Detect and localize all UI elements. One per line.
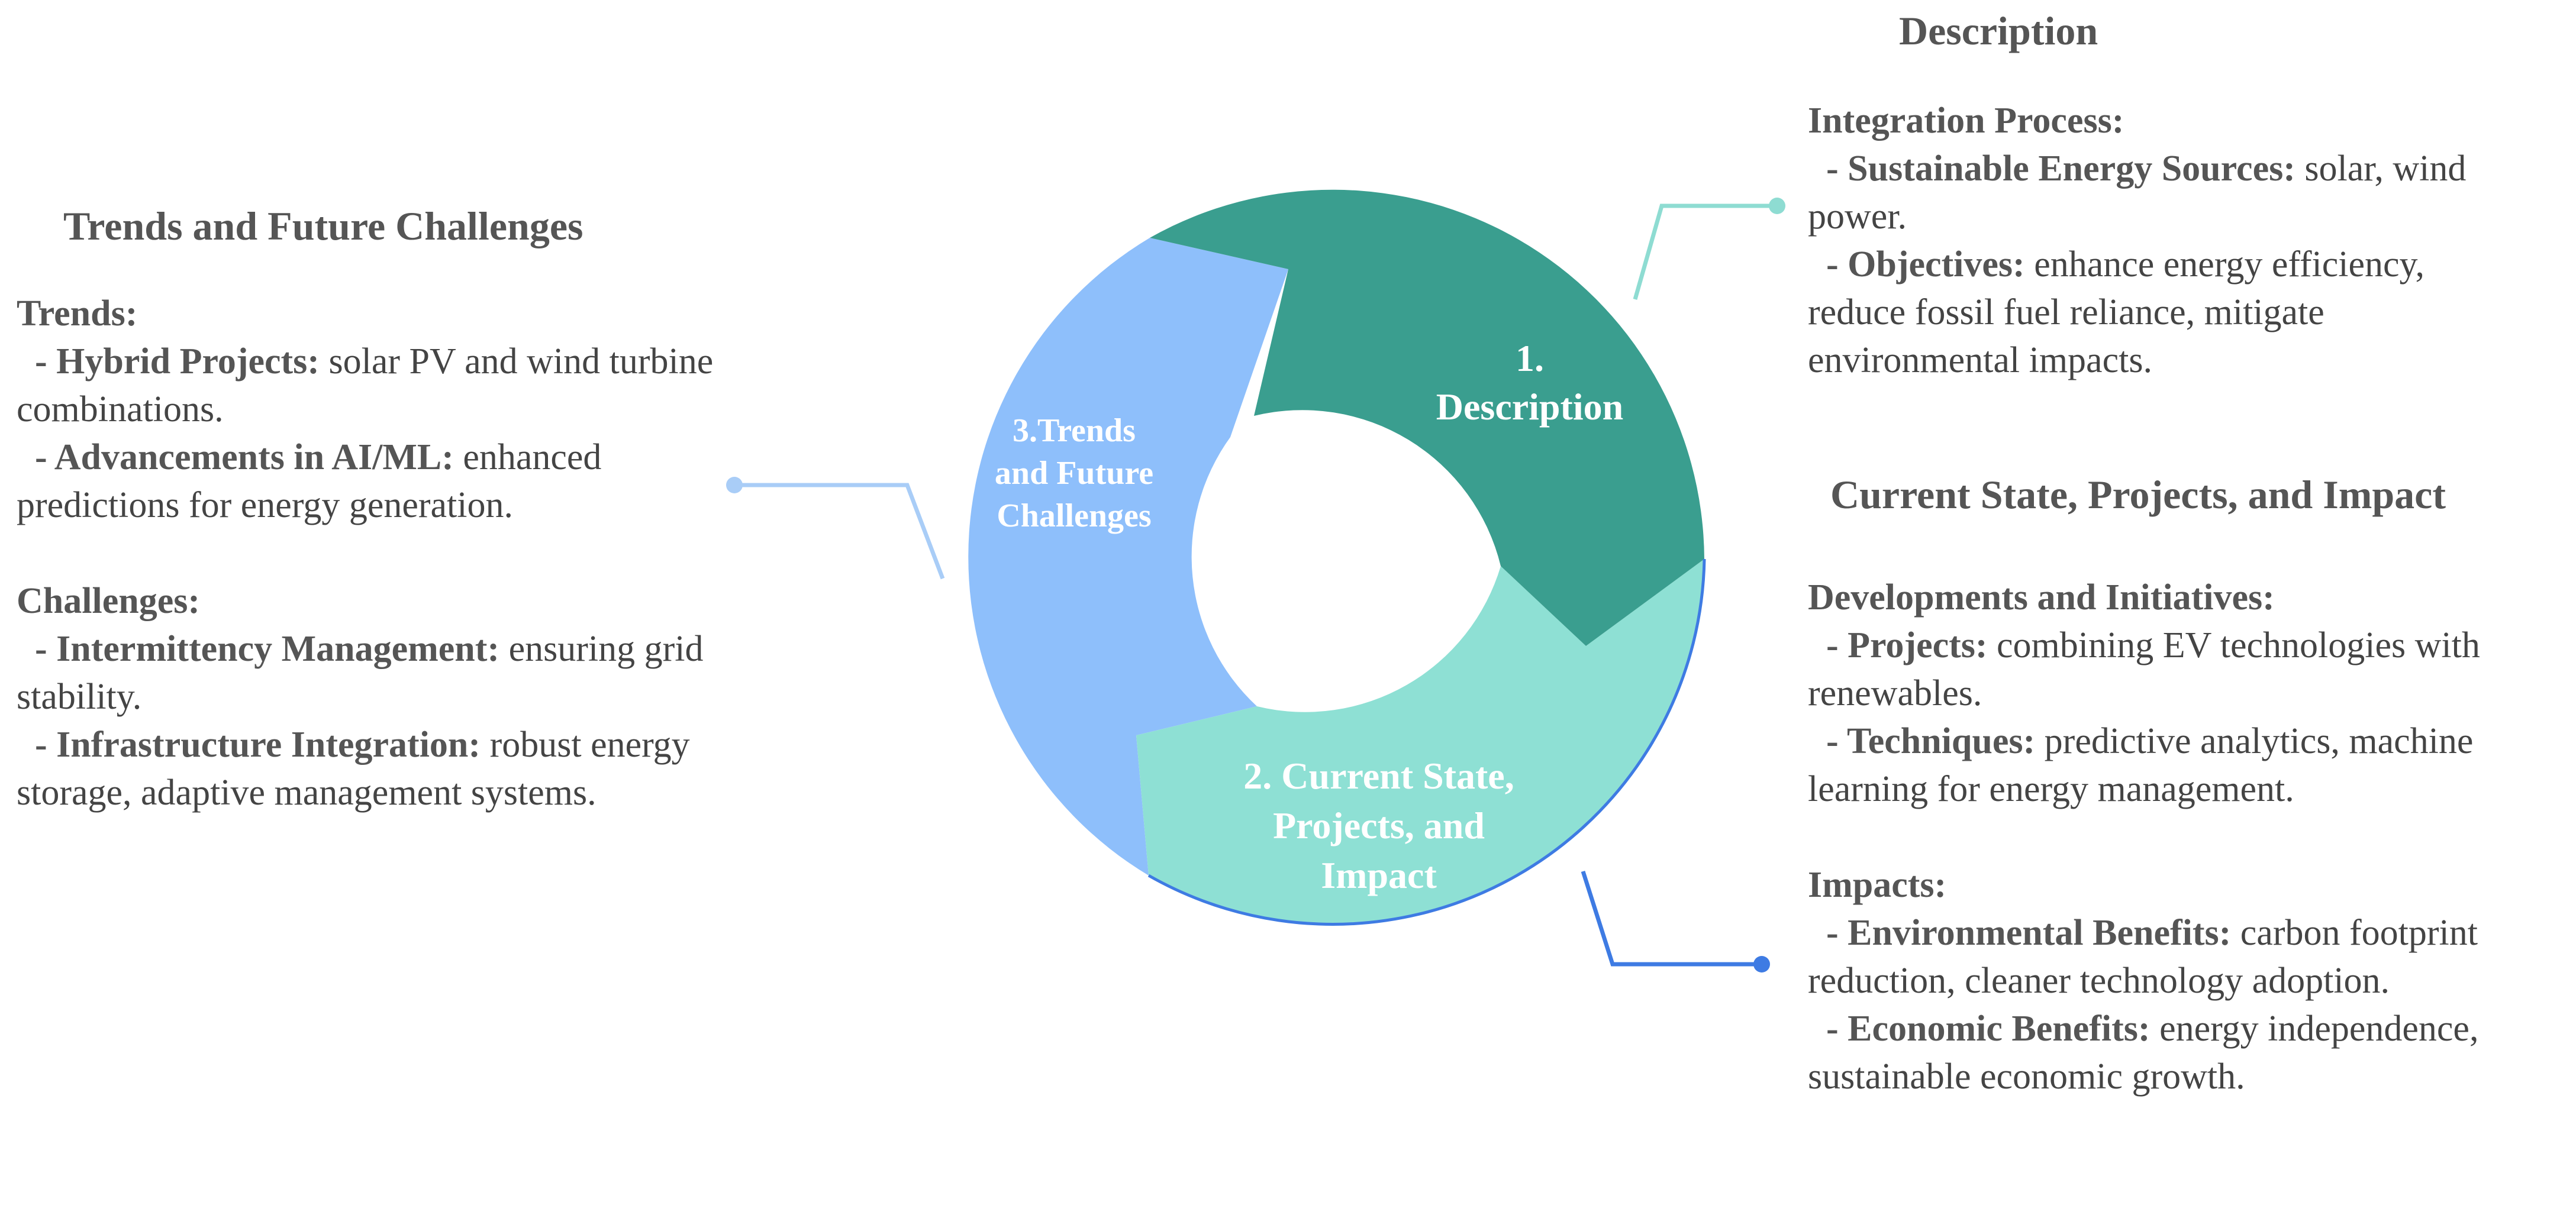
- list-item: - Objectives: enhance energy efficiency,…: [1808, 241, 2506, 385]
- trends-title: Trends and Future Challenges: [63, 203, 583, 248]
- list-item: - Economic Benefits: energy independence…: [1808, 1005, 2571, 1101]
- label-line: 3.Trends: [1013, 412, 1136, 449]
- list-item: - Environmental Benefits: carbon footpri…: [1808, 909, 2571, 1005]
- item-head: - Objectives:: [1826, 244, 2025, 285]
- segment-label-trends: 3.Trends and Future Challenges: [973, 409, 1175, 537]
- group-heading: Trends:: [17, 293, 138, 334]
- item-head: - Economic Benefits:: [1826, 1009, 2151, 1049]
- item-head: - Advancements in AI/ML:: [35, 437, 454, 477]
- group-heading: Challenges:: [17, 581, 200, 621]
- item-desc: enhance energy efficiency, reduce fossil…: [1808, 244, 2425, 380]
- item-head: - Sustainable Energy Sources:: [1826, 148, 2295, 189]
- label-line: Description: [1436, 386, 1624, 428]
- list-item: - Intermittency Management: ensuring gri…: [17, 625, 715, 721]
- label-line: Impact: [1321, 854, 1437, 896]
- item-desc: solar, wind power.: [1808, 148, 2467, 237]
- group-heading: Developments and Initiatives:: [1808, 577, 2275, 618]
- item-head: - Environmental Benefits:: [1826, 913, 2232, 953]
- segment-description[interactable]: [1150, 189, 1704, 646]
- connector-dot-current-state: [1753, 956, 1770, 973]
- list-item: - Advancements in AI/ML: enhanced predic…: [17, 434, 715, 529]
- item-desc: combining EV technologies with renewable…: [1808, 625, 2480, 713]
- connector-dot-description: [1769, 198, 1785, 214]
- group-heading: Integration Process:: [1808, 101, 2124, 141]
- connector-dot-trends: [726, 477, 743, 493]
- connector-trends: [734, 483, 945, 580]
- item-head: - Hybrid Projects:: [35, 341, 320, 382]
- item-desc: solar PV and wind turbine combinations.: [17, 341, 714, 429]
- label-line: Challenges: [997, 497, 1152, 534]
- item-desc: predictive analytics, machine learning f…: [1808, 721, 2474, 809]
- item-head: - Intermittency Management:: [35, 629, 500, 669]
- item-desc: robust energy storage, adaptive manageme…: [17, 725, 690, 813]
- segment-label-description: 1. Description: [1397, 334, 1663, 431]
- group: Impacts: - Environmental Benefits: carbo…: [1808, 861, 2571, 1101]
- segment-trends[interactable]: [968, 238, 1288, 875]
- list-item: - Infrastructure Integration: robust ene…: [17, 721, 715, 817]
- segment-outline: [1147, 558, 1706, 926]
- description-title: Description: [1899, 8, 2098, 53]
- description-panel: Integration Process: - Sustainable Energ…: [1808, 97, 2506, 385]
- item-head: - Techniques:: [1826, 721, 2036, 761]
- segment-current-state[interactable]: [1136, 559, 1704, 925]
- list-item: - Sustainable Energy Sources: solar, win…: [1808, 145, 2506, 241]
- label-line: Projects, and: [1273, 805, 1485, 847]
- group: Integration Process: - Sustainable Energ…: [1808, 97, 2506, 385]
- group: Developments and Initiatives: - Projects…: [1808, 574, 2571, 813]
- connector-current-state: [1581, 870, 1762, 967]
- connector-description: [1633, 203, 1777, 300]
- group: Challenges: - Intermittency Management: …: [17, 577, 715, 817]
- item-desc: carbon footprint reduction, cleaner tech…: [1808, 913, 2478, 1001]
- segment-label-current-state: 2. Current State, Projects, and Impact: [1204, 751, 1553, 900]
- trends-panel: Trends: - Hybrid Projects: solar PV and …: [17, 290, 715, 817]
- list-item: - Projects: combining EV technologies wi…: [1808, 622, 2571, 718]
- item-desc: ensuring grid stability.: [17, 629, 704, 717]
- item-desc: enhanced predictions for energy generati…: [17, 437, 602, 525]
- label-line: 1.: [1516, 337, 1544, 379]
- current-state-panel: Developments and Initiatives: - Projects…: [1808, 574, 2571, 1101]
- item-head: - Projects:: [1826, 625, 1988, 665]
- list-item: - Hybrid Projects: solar PV and wind tur…: [17, 338, 715, 434]
- group: Trends: - Hybrid Projects: solar PV and …: [17, 290, 715, 529]
- list-item: - Techniques: predictive analytics, mach…: [1808, 718, 2571, 813]
- label-line: 2. Current State,: [1243, 755, 1514, 797]
- current-state-title: Current State, Projects, and Impact: [1830, 472, 2446, 517]
- item-head: - Infrastructure Integration:: [35, 725, 481, 765]
- label-line: and Future: [994, 455, 1154, 492]
- item-desc: energy independence, sustainable economi…: [1808, 1009, 2479, 1097]
- group-heading: Impacts:: [1808, 865, 1947, 905]
